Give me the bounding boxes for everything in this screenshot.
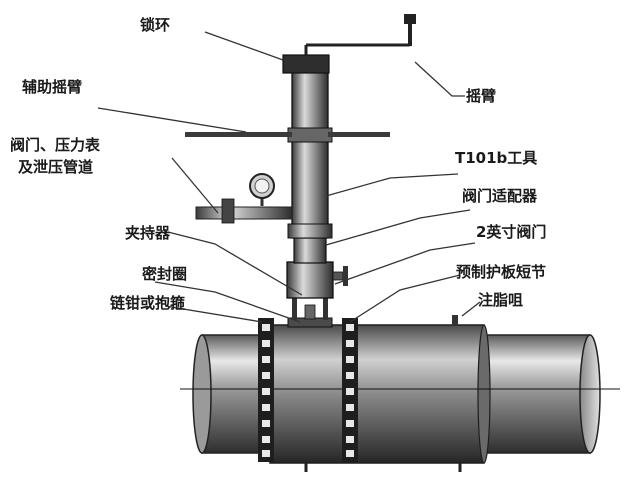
valve-adapter: [293, 235, 327, 264]
label-chain-clamp: 链钳或抱箍: [110, 294, 186, 312]
pipe-left-end: [192, 334, 212, 454]
crank-arm: [304, 14, 416, 55]
label-two-inch-valve: 2英寸阀门: [476, 223, 547, 241]
leader-lines: [97, 31, 481, 323]
seal-ring: [287, 296, 333, 328]
label-prefab-sleeve: 预制护板短节: [456, 263, 547, 281]
bleed-valve-assembly: [195, 173, 293, 224]
label-grease-nipple: 注脂咀: [478, 291, 524, 309]
prefab-sleeve: [269, 315, 491, 472]
pipe-right-end: [579, 334, 601, 454]
label-seal-ring: 密封圈: [142, 265, 188, 283]
label-valve-gauge-line1: 阀门、压力表: [10, 136, 101, 154]
aux-crank-bar: [185, 132, 390, 137]
label-crank-arm: 摇臂: [466, 87, 497, 105]
label-clamp-holder: 夹持器: [125, 224, 171, 242]
t101b-tool-body: [287, 71, 333, 239]
grease-nipple: [452, 315, 458, 326]
label-t101b-tool: T101b工具: [455, 149, 538, 167]
lock-ring: [282, 54, 330, 74]
label-valve-adapter: 阀门适配器: [462, 187, 538, 205]
two-inch-valve: [286, 261, 348, 299]
chain-clamp-right: [342, 318, 358, 462]
label-aux-crank-arm: 辅助摇臂: [22, 78, 83, 96]
label-valve-gauge-line2: 及泄压管道: [18, 158, 94, 176]
chain-clamp-left: [258, 318, 274, 462]
label-lock-ring: 锁环: [140, 16, 171, 34]
